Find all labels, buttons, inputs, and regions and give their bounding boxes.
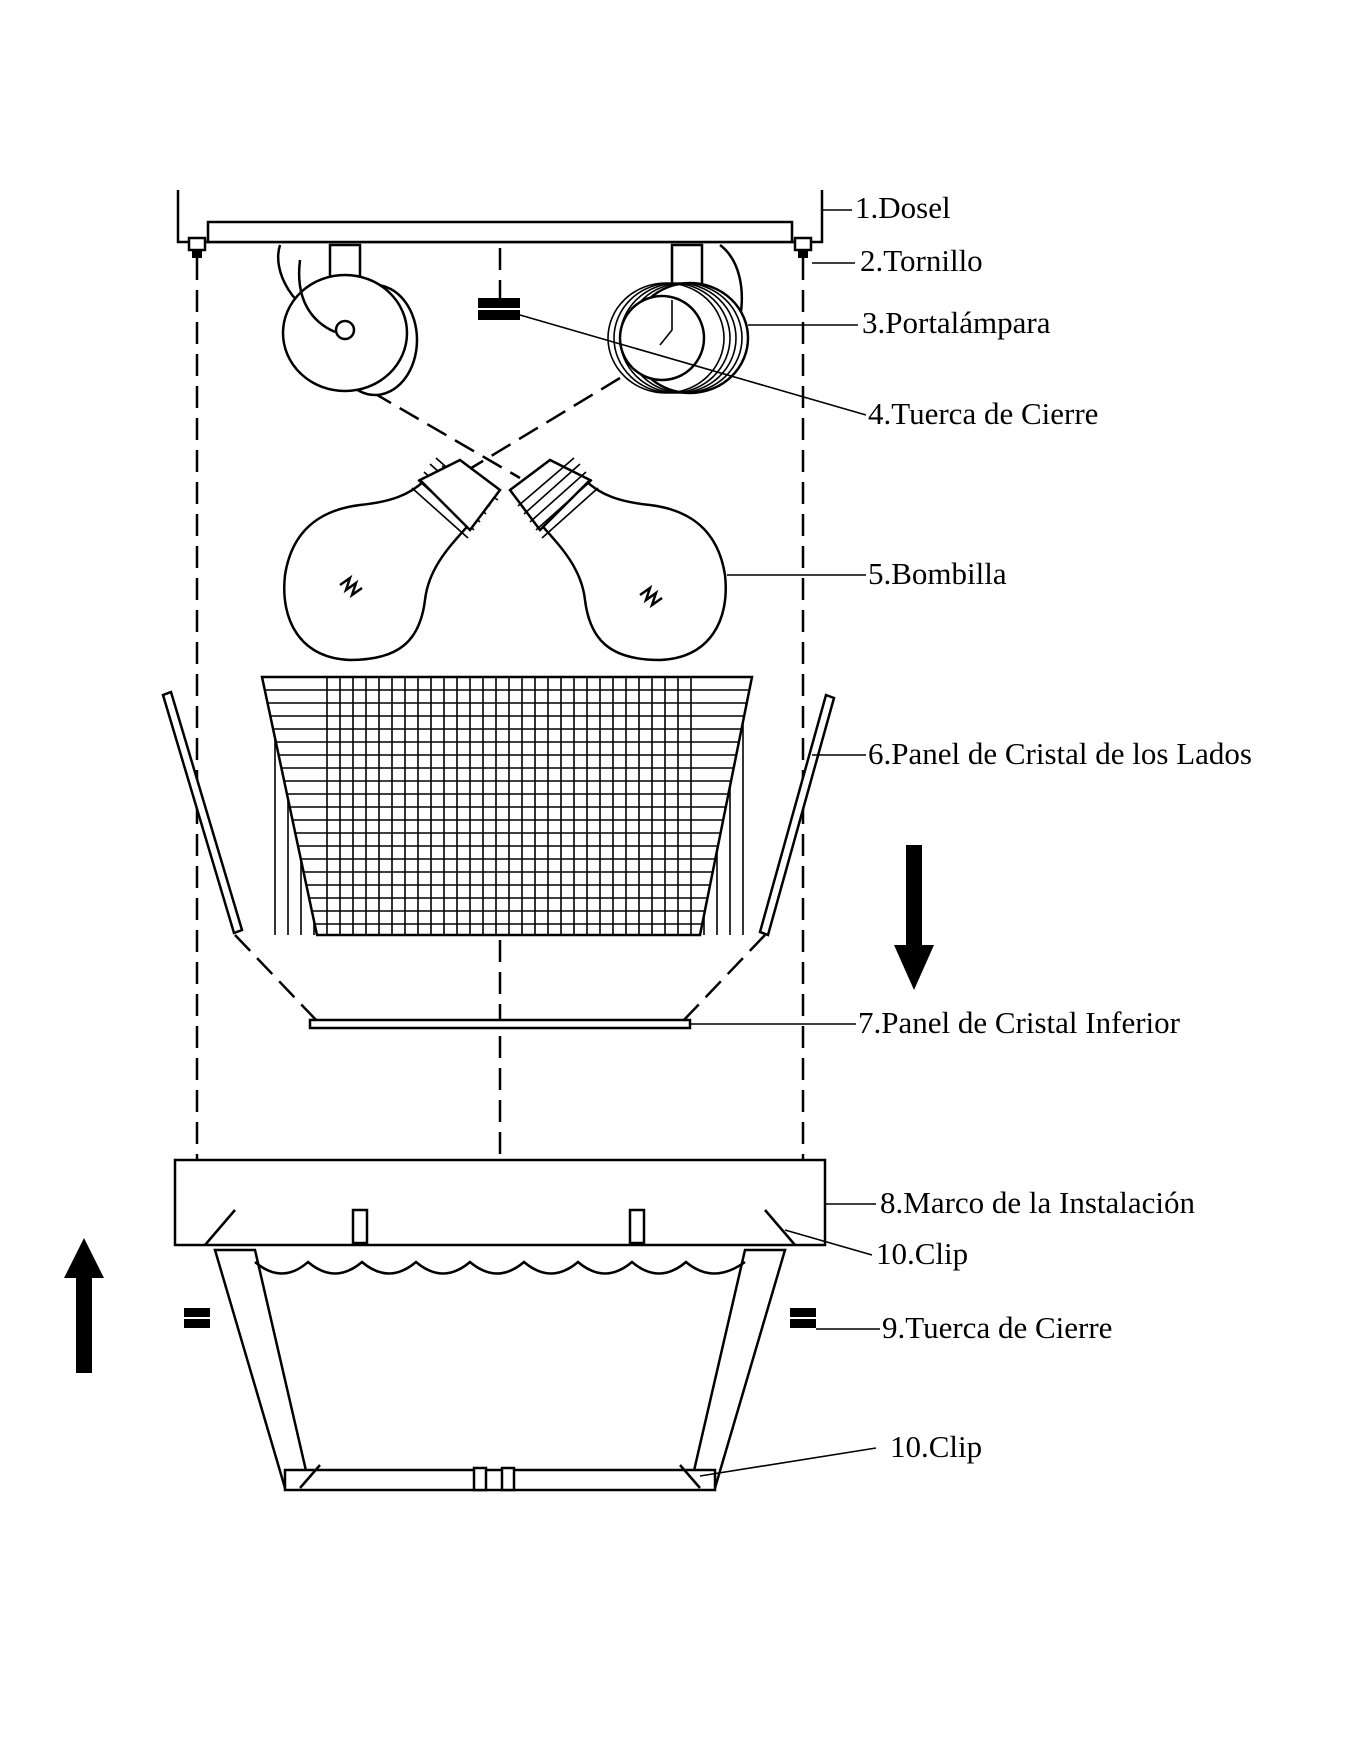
arrow-up-icon [64,1238,104,1373]
bottom-glass-panel [310,1020,690,1028]
lower-shade [215,1250,785,1490]
label-side-glass-panel: 6.Panel de Cristal de los Lados [868,736,1252,771]
part-labels: 1.Dosel 2.Tornillo 3.Portalámpara 4.Tuer… [855,190,1252,1464]
locking-nut-bottom-right [790,1308,816,1328]
label-clip-lower: 10.Clip [890,1429,982,1464]
label-locking-nut-bottom: 9.Tuerca de Cierre [882,1310,1112,1345]
label-bulb: 5.Bombilla [868,556,1007,591]
side-glass-panels [163,677,834,935]
locking-nut-top [478,298,520,320]
bulb-left [284,458,500,660]
canopy [178,190,822,242]
label-lamp-holder: 3.Portalámpara [862,305,1051,340]
arrow-down-icon [894,845,934,990]
bulb-right [510,458,726,660]
label-screw: 2.Tornillo [860,243,983,278]
label-clip-upper: 10.Clip [876,1236,968,1271]
label-bottom-glass-panel: 7.Panel de Cristal Inferior [858,1005,1181,1040]
lamp-holder-right [608,245,748,393]
label-canopy: 1.Dosel [855,190,951,225]
label-fixture-frame: 8.Marco de la Instalación [880,1185,1196,1220]
fixture-frame [175,1160,825,1245]
screw-left [189,238,205,258]
label-locking-nut-top: 4.Tuerca de Cierre [868,396,1098,431]
screw-right [795,238,811,258]
locking-nut-bottom-left [184,1308,210,1328]
lamp-holder-left [278,245,417,395]
